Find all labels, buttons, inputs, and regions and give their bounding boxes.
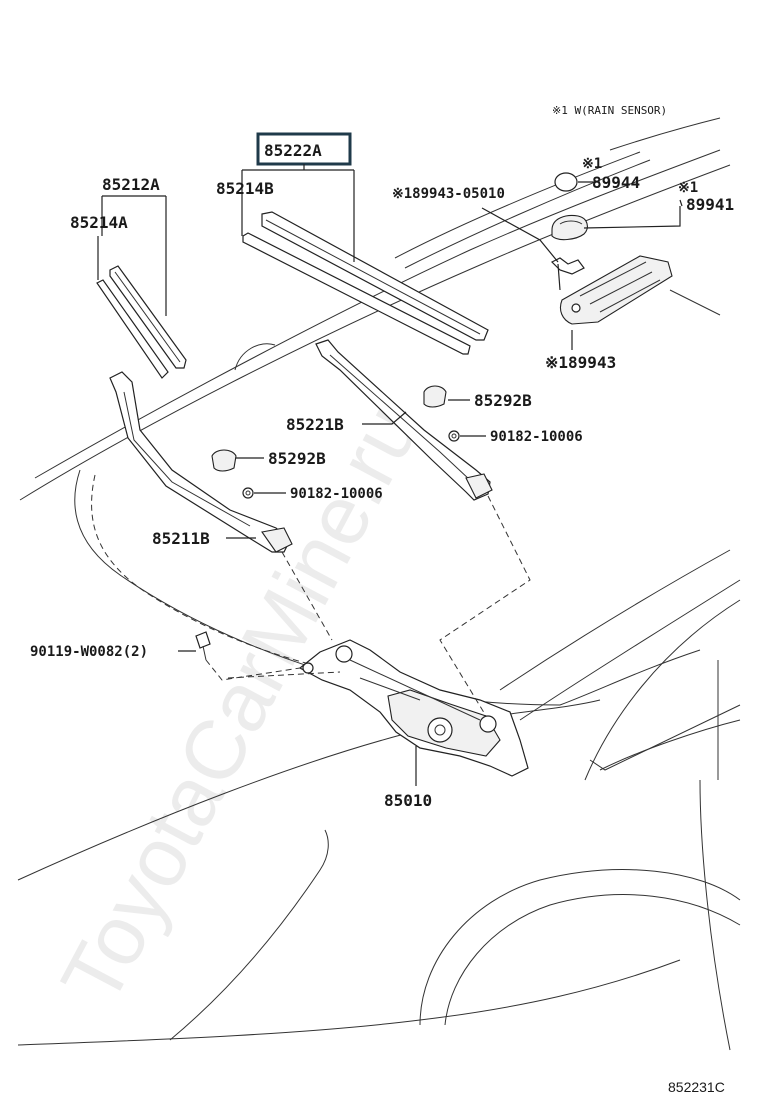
label-85214a[interactable]: 85214A [70, 213, 128, 232]
label-85010[interactable]: 85010 [384, 791, 432, 810]
wiper-blade-assembly-left[interactable] [109, 265, 187, 369]
nut-90182-lower[interactable] [242, 487, 254, 499]
rain-sensor-bracket-89943[interactable] [559, 255, 673, 325]
figure-code: 852231C [668, 1079, 725, 1095]
label-85214b[interactable]: 85214B [216, 179, 274, 198]
rain-sensor-note: ※1 W(RAIN SENSOR) [552, 104, 667, 117]
label-90182-upper[interactable]: 90182-10006 [490, 429, 583, 445]
label-89943-05010[interactable]: ※189943-05010 [392, 186, 505, 202]
label-89943[interactable]: ※189943 [545, 353, 616, 372]
nut-90182-upper[interactable] [448, 430, 460, 442]
vehicle-body-outline [17, 117, 741, 1051]
label-90119[interactable]: 90119-W0082(2) [30, 644, 148, 660]
part-labels: ※1 W(RAIN SENSOR) 85222A 85212A 85214B 8… [30, 104, 734, 1095]
label-85212a[interactable]: 85212A [102, 175, 160, 194]
wiper-arm-85211b[interactable] [109, 371, 293, 553]
label-89944[interactable]: 89944 [592, 173, 640, 192]
wiper-blade-rubber-85214b[interactable] [242, 232, 471, 355]
pivot-cap-85292b-upper[interactable] [423, 385, 447, 408]
leader-lines [97, 164, 683, 786]
label-85222a[interactable]: 85222A [264, 141, 322, 160]
label-85211b[interactable]: 85211B [152, 529, 210, 548]
label-85292b-lower[interactable]: 85292B [268, 449, 326, 468]
label-90182-lower[interactable]: 90182-10006 [290, 486, 383, 502]
label-89941[interactable]: 89941 [686, 195, 734, 214]
wiper-motor-link-85010[interactable] [298, 639, 529, 777]
rain-sensor-89941[interactable] [551, 214, 588, 241]
wiper-blade-assembly-right[interactable] [261, 211, 489, 341]
label-89941-mark: ※1 [678, 180, 698, 196]
label-85292b-upper[interactable]: 85292B [474, 391, 532, 410]
bolt-90119[interactable] [195, 631, 211, 661]
label-85221b[interactable]: 85221B [286, 415, 344, 434]
pivot-cap-85292b-lower[interactable] [211, 449, 237, 472]
rain-sensor-cover-89944[interactable] [554, 172, 578, 192]
wiper-arm-85221b[interactable] [315, 339, 493, 501]
label-89944-mark: ※1 [582, 156, 602, 172]
connection-lines [205, 495, 531, 717]
wiper-blade-rubber-85214a[interactable] [96, 279, 169, 379]
rain-sensor-clip[interactable] [550, 257, 585, 275]
